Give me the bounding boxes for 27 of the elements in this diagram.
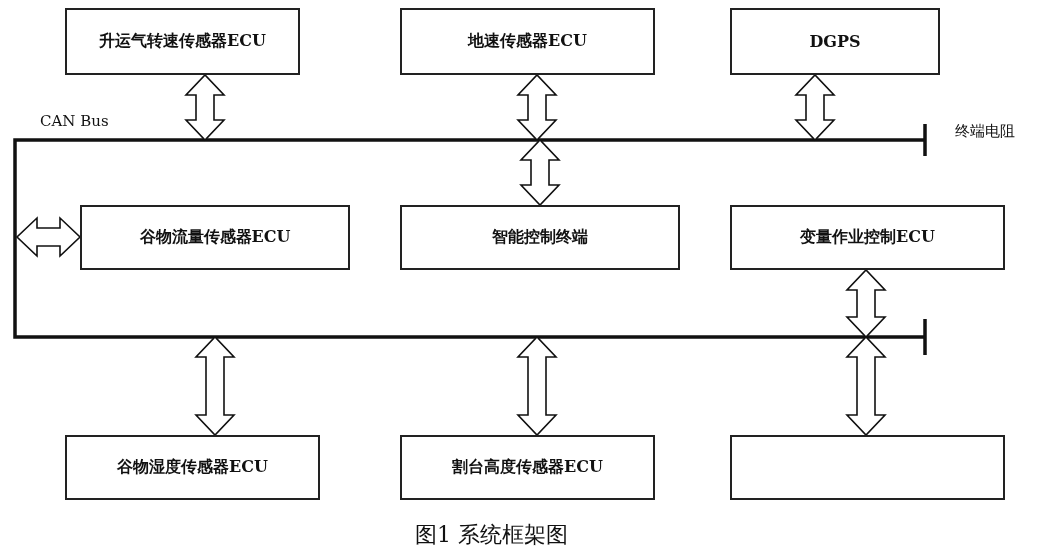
ecu-box xyxy=(65,8,300,75)
ecu-box xyxy=(400,8,655,75)
double-arrow xyxy=(845,268,887,339)
terminal-resistor-label: 终端电阻 xyxy=(955,122,1015,141)
double-arrow xyxy=(194,335,236,437)
ecu-box xyxy=(65,435,320,500)
ecu-box xyxy=(730,8,940,75)
bus-label: CAN Bus xyxy=(40,112,109,130)
ecu-box xyxy=(730,435,1005,500)
ecu-box xyxy=(730,205,1005,270)
double-arrow xyxy=(15,216,82,258)
double-arrow xyxy=(794,73,836,142)
double-arrow xyxy=(516,335,558,437)
figure-caption: 图1 系统框架图 xyxy=(415,521,568,549)
box-label: 谷物湿度传感器ECU xyxy=(117,457,268,478)
box-label: 割台高度传感器ECU xyxy=(452,457,603,478)
box-label: 谷物流量传感器ECU xyxy=(139,227,291,248)
double-arrow xyxy=(516,73,558,142)
double-arrow xyxy=(519,138,561,207)
ecu-box xyxy=(400,435,655,500)
box-label: 升运气转速传感器ECU xyxy=(99,31,266,52)
box-label: 变量作业控制ECU xyxy=(800,227,935,248)
box-label: 地速传感器ECU xyxy=(468,31,587,52)
box-label: 智能控制终端 xyxy=(492,227,588,248)
double-arrow xyxy=(184,73,226,142)
double-arrow xyxy=(845,335,887,437)
box-label: DGPS xyxy=(809,32,861,51)
